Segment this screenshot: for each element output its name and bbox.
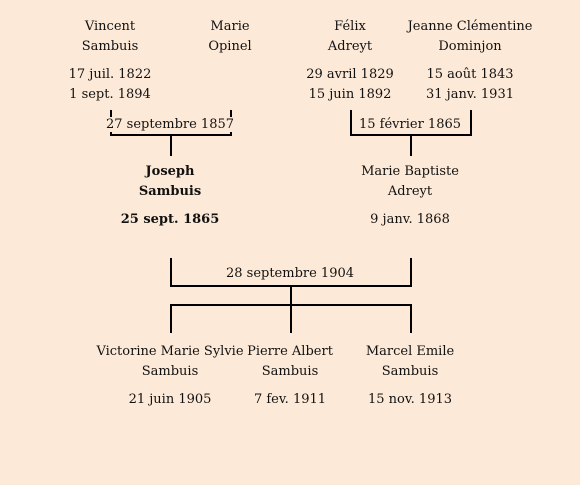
person-vincent-first: Vincent	[84, 19, 136, 34]
center-bracket-left-leg	[170, 258, 172, 286]
person-felix-died: 15 juin 1892	[308, 87, 392, 102]
person-pierre-born: 7 fev. 1911	[253, 392, 327, 407]
child-drop-left	[170, 304, 172, 333]
right-bracket-left-leg	[350, 110, 352, 136]
person-marcel-first: Marcel Emile	[365, 344, 455, 359]
marriage-date-left-text: 27 septembre 1857	[104, 117, 236, 132]
center-bracket-right-leg	[410, 258, 412, 286]
marriage-date-right: 15 février 1865	[357, 115, 463, 135]
person-victorine-born: 21 juin 1905	[128, 392, 212, 407]
person-joseph-last: Sambuis	[138, 184, 202, 199]
person-marie-first: Marie	[210, 19, 250, 34]
person-felix-last: Adreyt	[327, 39, 373, 54]
center-bracket-base	[170, 285, 412, 287]
person-vincent-born: 17 juil. 1822	[68, 67, 152, 82]
right-bracket-stem	[410, 136, 412, 156]
person-marcel-born: 15 nov. 1913	[367, 392, 453, 407]
left-bracket-base	[110, 134, 232, 136]
person-pierre-first: Pierre Albert	[247, 344, 333, 359]
child-drop-center	[290, 304, 292, 333]
right-bracket-right-leg	[470, 110, 472, 136]
person-felix-born: 29 avril 1829	[306, 67, 394, 82]
left-bracket-stem	[170, 136, 172, 156]
person-jeanne-first: Jeanne Clémentine	[407, 19, 533, 34]
person-jeanne-born: 15 août 1843	[426, 67, 514, 82]
person-vincent-last: Sambuis	[81, 39, 139, 54]
child-drop-right	[410, 304, 412, 333]
right-bracket-base	[350, 134, 472, 136]
person-jeanne-last: Dominjon	[438, 39, 502, 54]
person-joseph-born: 25 sept. 1865	[120, 212, 220, 227]
person-joseph-first: Joseph	[145, 164, 195, 179]
person-marcel-last: Sambuis	[381, 364, 439, 379]
person-mariebaptiste-born: 9 janv. 1868	[370, 212, 450, 227]
person-mariebaptiste-last: Adreyt	[387, 184, 433, 199]
marriage-date-right-text: 15 février 1865	[357, 117, 463, 132]
person-pierre-last: Sambuis	[261, 364, 319, 379]
person-vincent-died: 1 sept. 1894	[69, 87, 151, 102]
person-mariebaptiste-first: Marie Baptiste	[361, 164, 459, 179]
person-marie-last: Opinel	[208, 39, 252, 54]
person-felix-first: Félix	[334, 19, 366, 34]
center-bracket-stem	[290, 287, 292, 305]
marriage-date-left: 27 septembre 1857	[104, 115, 236, 135]
person-victorine-last: Sambuis	[141, 364, 199, 379]
person-victorine-first: Victorine Marie Sylvie	[96, 344, 244, 359]
person-jeanne-died: 31 janv. 1931	[426, 87, 514, 102]
marriage-date-center: 28 septembre 1904	[225, 266, 355, 281]
